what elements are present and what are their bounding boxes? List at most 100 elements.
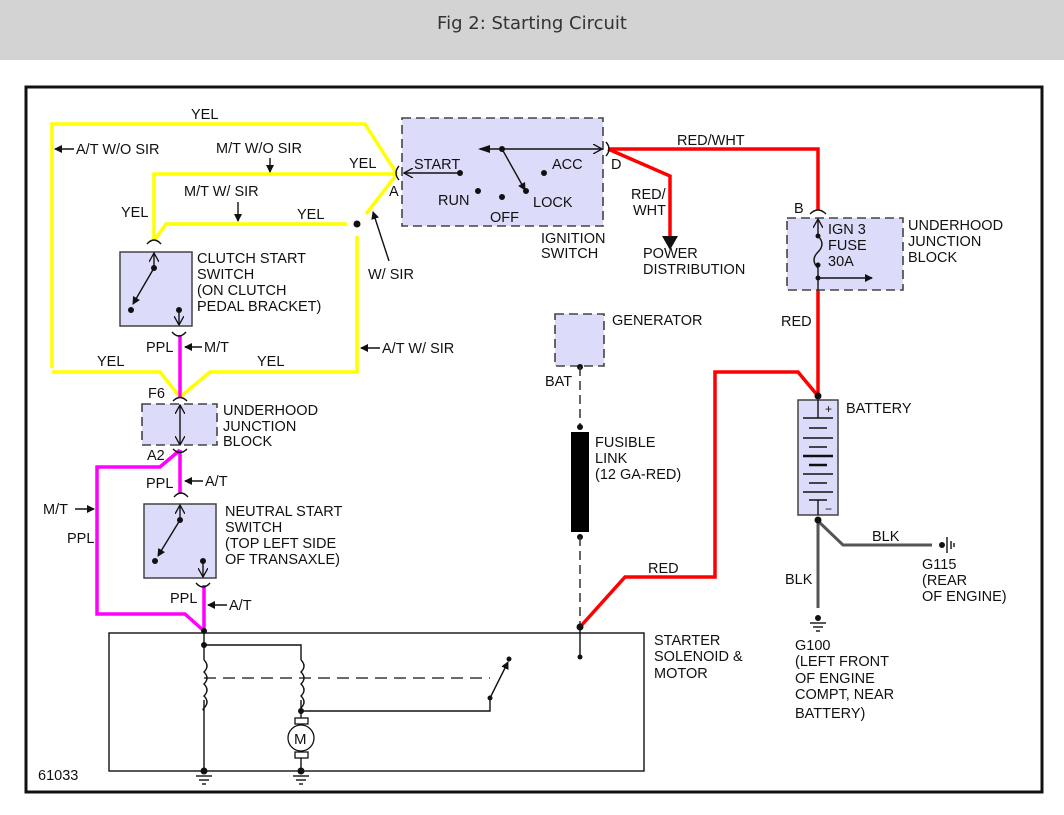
clutch-switch-label-3: (ON CLUTCH [197, 283, 286, 299]
clutch-start-switch[interactable] [119, 239, 193, 337]
battery-label: BATTERY [846, 401, 912, 417]
clutch-switch-label-1: CLUTCH START [197, 251, 306, 267]
ignition-switch-label-1: IGNITION [541, 231, 605, 247]
wire-label-blk-g100: BLK [785, 572, 813, 588]
position-start: START [414, 157, 460, 173]
underhood-junction-block[interactable] [141, 396, 218, 454]
wire-yel-at-wo-sir [50, 122, 399, 368]
fuse-block-label-2: JUNCTION [908, 234, 981, 250]
underhood-fuse-block[interactable]: IGN 3 FUSE 30A [786, 209, 904, 291]
position-acc: ACC [552, 157, 583, 173]
wire-label-ppl-at-bottom: PPL [170, 591, 197, 607]
power-distribution-arrow-icon [662, 236, 678, 250]
fuse-block-label-1: UNDERHOOD [908, 218, 1003, 234]
motor-symbol: M [294, 731, 307, 748]
neutral-switch-label-2: SWITCH [225, 520, 282, 536]
ignition-switch[interactable]: START ACC RUN OFF LOCK [395, 117, 610, 227]
wire-label-yel-bottom-right: YEL [257, 354, 284, 370]
starter-solenoid-motor[interactable]: M [108, 623, 645, 772]
clutch-switch-label-4: PEDAL BRACKET) [197, 299, 321, 315]
callout-mt-left: M/T [43, 502, 68, 518]
battery[interactable]: + − [797, 399, 839, 516]
power-distribution-label-1: POWER [643, 246, 698, 262]
junction-block-label-1: UNDERHOOD [223, 403, 318, 419]
starter-label-3: MOTOR [654, 666, 708, 682]
callout-mt-wo-sir: M/T W/O SIR [216, 141, 302, 157]
wire-yel-mt-wo-sir [152, 172, 397, 241]
wire-ppl-mt-left [95, 448, 206, 633]
starter-label-1: STARTER [654, 633, 720, 649]
neutral-start-switch[interactable] [143, 492, 217, 588]
junction-block-label-2: JUNCTION [223, 419, 296, 435]
connector-bat: BAT [545, 374, 572, 390]
wire-label-yel-inner: YEL [297, 207, 324, 223]
diagram-frame [24, 85, 1044, 794]
fuse-icon [813, 235, 823, 269]
wire-yel-mt-w-sir [152, 222, 347, 243]
red-wires [578, 147, 820, 629]
fuse-type: FUSE [828, 238, 867, 254]
callout-mt-w-sir: M/T W/ SIR [184, 184, 259, 200]
connector-a: A [389, 184, 399, 200]
position-off: OFF [490, 210, 519, 226]
wire-label-blk-g115: BLK [872, 529, 900, 545]
fuse-name: IGN 3 [828, 222, 866, 238]
position-lock: LOCK [533, 195, 573, 211]
figure-number: 61033 [38, 768, 78, 784]
fusible-link-label-3: (12 GA-RED) [595, 467, 681, 483]
ignition-switch-label-2: SWITCH [541, 246, 598, 262]
callout-at-neutral-top: A/T [205, 474, 228, 490]
wire-yel-w-sir [364, 172, 399, 216]
g115-label-2: (REAR [922, 573, 967, 589]
neutral-switch-label-4: OF TRANSAXLE) [225, 552, 340, 568]
g100-label-5: BATTERY) [795, 706, 865, 722]
wire-red-wht-top [608, 147, 820, 210]
connector-a2: A2 [147, 448, 165, 464]
neutral-switch-label-1: NEUTRAL START [225, 504, 343, 520]
ground-g115-icon [939, 537, 955, 553]
g100-label-2: (LEFT FRONT [795, 654, 889, 670]
battery-plus: + [825, 402, 832, 416]
g115-label-1: G115 [922, 557, 956, 573]
position-run: RUN [438, 193, 469, 209]
wire-label-ppl-at-top: PPL [146, 476, 173, 492]
power-distribution-label-2: DISTRIBUTION [643, 262, 745, 278]
yellow-wires [50, 122, 399, 399]
motor-icon [287, 724, 315, 752]
figure-title: Fig 2: Starting Circuit [437, 13, 627, 34]
wire-blk-g115 [816, 519, 932, 547]
fuse-rating: 30A [828, 254, 854, 270]
starter-ground-2-icon [293, 767, 309, 785]
fuse-block-label-3: BLOCK [908, 250, 957, 266]
wire-label-red-wht-top: RED/WHT [677, 133, 745, 149]
generator-label: GENERATOR [612, 313, 703, 329]
wire-label-ppl-mt: PPL [146, 340, 173, 356]
generator[interactable] [554, 313, 605, 370]
fusible-link-label-1: FUSIBLE [595, 435, 656, 451]
callout-at-w-sir: A/T W/ SIR [382, 341, 454, 357]
ground-g100-icon [810, 615, 826, 632]
battery-minus: − [825, 502, 832, 516]
wire-label-yel-left: YEL [121, 205, 148, 221]
g100-label-3: OF ENGINE [795, 671, 875, 687]
figure-header: Fig 2: Starting Circuit [0, 0, 1064, 60]
callout-arrow-icon [371, 211, 390, 262]
wire-label-yel-top: YEL [191, 107, 218, 123]
black-wires [816, 519, 932, 608]
g100-label-4: COMPT, NEAR [795, 687, 894, 703]
wire-label-red-fuse: RED [781, 314, 812, 330]
junction-block-label-3: BLOCK [223, 434, 272, 450]
callout-w-sir: W/ SIR [368, 267, 414, 283]
wire-label-red-wht-branch-1: RED/ [631, 187, 667, 203]
wire-yel-bottom-left [52, 370, 182, 399]
wire-label-ppl-left: PPL [67, 531, 94, 547]
callout-at-wo-sir: A/T W/O SIR [76, 142, 160, 158]
wire-label-yel-mid: YEL [349, 156, 376, 172]
splice-w-sir [353, 220, 361, 228]
wire-red-starter [578, 370, 820, 629]
wire-red-wht-branch [607, 147, 672, 236]
starter-label-2: SOLENOID & [654, 649, 743, 665]
fusible-link [571, 432, 589, 532]
g100-label-1: G100 [795, 638, 830, 654]
